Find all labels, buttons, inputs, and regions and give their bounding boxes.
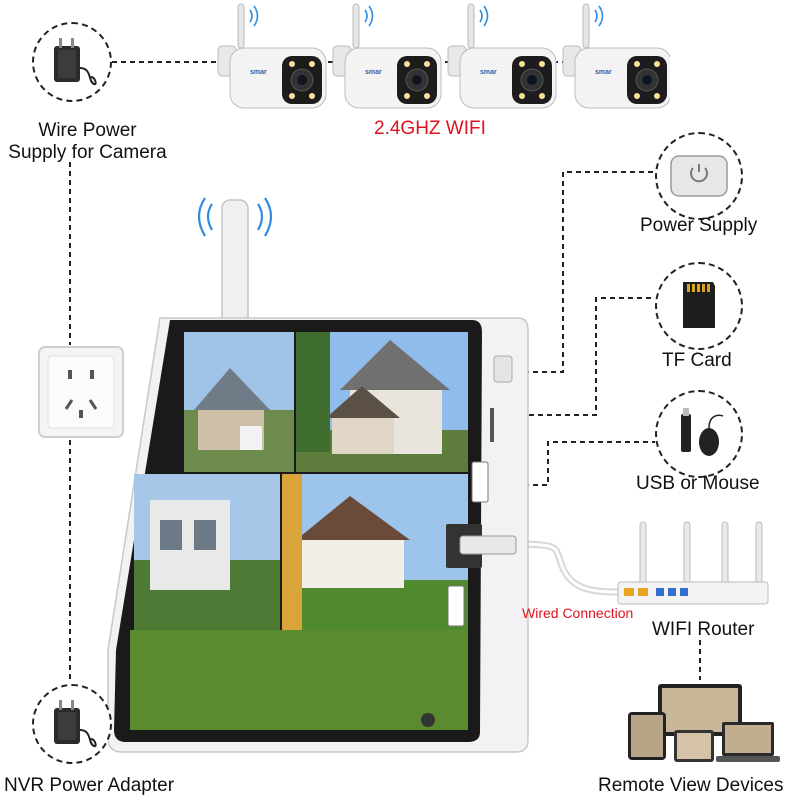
- wifi-signal-icon: [197, 197, 273, 237]
- power-supply-label: Power Supply: [640, 215, 758, 236]
- tf-card-label: TF Card: [662, 350, 732, 371]
- usb-stick-icon: [681, 408, 691, 452]
- wifi-router-label: WIFI Router: [652, 619, 755, 640]
- camera-view-grid: [130, 332, 468, 730]
- nvr-power-adapter-label: NVR Power Adapter: [4, 775, 175, 796]
- camera-power-adapter-circle: [32, 22, 112, 102]
- camera-power-label-line1: Wire Power: [38, 120, 137, 141]
- camera-power-label-line2: Supply for Camera: [8, 142, 167, 163]
- camera-icon: [332, 3, 442, 109]
- camera-power-label: Wire Power Supply for Camera: [0, 120, 175, 164]
- camera-row: smar: [217, 3, 670, 109]
- power-button-icon: [670, 155, 728, 197]
- power-jack: [421, 713, 435, 727]
- power-supply-line: [515, 171, 655, 373]
- usb-port: [471, 461, 489, 503]
- camera-icon: [447, 3, 557, 109]
- usb-mouse-circle: [655, 390, 743, 478]
- nvr-power-adapter-circle: [32, 684, 112, 764]
- wired-connection-label: Wired Connection: [522, 605, 634, 621]
- sd-card-icon: [683, 282, 715, 328]
- usb-port: [447, 585, 465, 627]
- power-supply-circle: [655, 132, 743, 220]
- nvr-monitor: [107, 197, 529, 753]
- power-adapter-icon: [54, 38, 97, 86]
- devices-icon: [628, 684, 780, 762]
- router-icon: [617, 521, 769, 605]
- camera-icon: [217, 3, 327, 109]
- camera-icon: [562, 3, 670, 109]
- power-button: [493, 355, 513, 383]
- wall-socket-icon: [38, 346, 124, 438]
- wifi-band-label: 2.4GHZ WIFI: [374, 118, 486, 139]
- mouse-icon: [699, 414, 724, 456]
- remote-view-devices-label: Remote View Devices: [598, 775, 784, 796]
- tf-card-slot: [490, 408, 494, 442]
- tf-card-circle: [655, 262, 743, 350]
- power-adapter-icon: [54, 700, 97, 748]
- usb-mouse-label: USB or Mouse: [636, 473, 760, 494]
